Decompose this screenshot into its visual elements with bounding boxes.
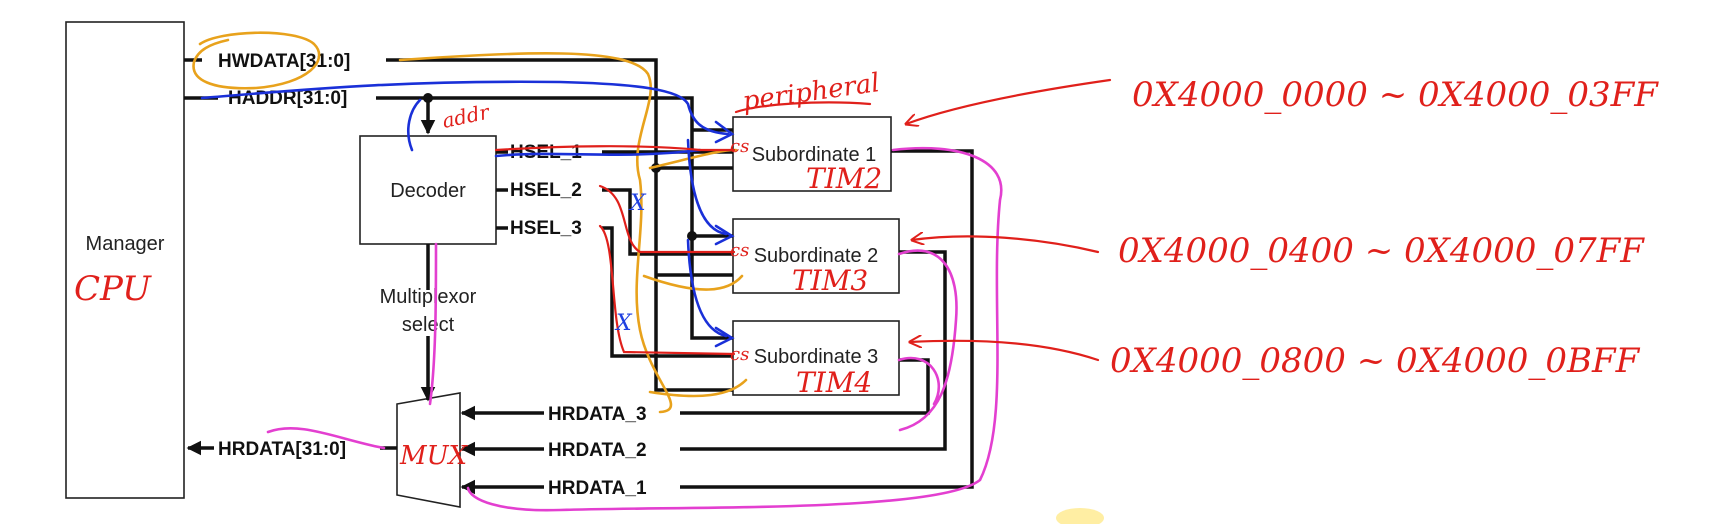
hrdata-2-wire: [462, 250, 947, 449]
red-arrow-2: [912, 236, 1100, 254]
tim2-note: TIM2: [806, 162, 882, 195]
tim3-note: TIM3: [792, 264, 868, 297]
hsel-1-label: HSEL_1: [510, 142, 582, 163]
orange-hwdata-route: [398, 52, 748, 414]
addr-range-3: 0X4000_0800 ~ 0X4000_0BFF: [1110, 341, 1641, 381]
hrdata-label: HRDATA[31:0]: [218, 439, 346, 460]
hsel-3-wire: [496, 226, 733, 358]
haddr-junction: [423, 93, 433, 103]
cs-note-3: cs: [730, 344, 749, 365]
blue-arrow-sub2: [714, 224, 735, 246]
mux-select-label-1: Multiplexor: [380, 286, 477, 308]
addr-range-2: 0X4000_0400 ~ 0X4000_07FF: [1118, 231, 1645, 271]
hwdata-label: HWDATA[31:0]: [218, 51, 350, 72]
decoder-block: [359, 135, 497, 245]
decoder-label: Decoder: [390, 180, 466, 202]
subordinate-2-label: Subordinate 2: [754, 245, 879, 267]
hrdata-1-wire: [462, 149, 974, 487]
tim4-note: TIM4: [796, 366, 872, 399]
blue-arrow-sub1: [714, 120, 735, 144]
cs-note-2: cs: [730, 240, 749, 261]
hsel-2-label: HSEL_2: [510, 180, 582, 201]
manager-label: Manager: [86, 233, 165, 255]
x-mark-1: X: [628, 191, 647, 216]
subordinate-1-label: Subordinate 1: [752, 144, 877, 166]
hrdata-2-label: HRDATA_2: [548, 440, 647, 461]
mux-note: MUX: [399, 441, 469, 471]
cursor-highlight: [1056, 508, 1104, 524]
subordinate-3-block: [732, 320, 900, 396]
red-arrow-1: [906, 78, 1112, 124]
hrdata-3-wire: [462, 358, 930, 413]
haddr-junction-2: [687, 231, 697, 241]
cpu-note: CPU: [74, 269, 152, 309]
addr-note: addr: [440, 99, 492, 133]
peripheral-note: peripheral: [741, 68, 882, 117]
addr-range-1: 0X4000_0000 ~ 0X4000_03FF: [1132, 75, 1659, 115]
red-hsel-route: [494, 145, 736, 356]
cs-note-1: cs: [730, 136, 749, 157]
subordinate-1-block: [732, 116, 892, 192]
blue-arrow-sub3: [714, 326, 735, 348]
x-mark-2: X: [614, 311, 633, 336]
mux-select-label-2: select: [402, 314, 455, 336]
peripheral-bracket: [734, 101, 872, 114]
hsel-3-label: HSEL_3: [510, 218, 582, 239]
orange-circle-hwdata: [192, 31, 321, 90]
subordinate-3-label: Subordinate 3: [754, 346, 879, 368]
red-arrow-3: [910, 341, 1100, 362]
hwdata-wire: [184, 58, 733, 392]
blue-haddr-route: [200, 80, 730, 338]
pink-hrdata-route: [266, 146, 1003, 512]
hrdata-3-label: HRDATA_3: [548, 404, 647, 425]
subordinate-2-block: [732, 218, 900, 294]
hrdata-1-label: HRDATA_1: [548, 478, 647, 499]
manager-block: [65, 21, 185, 499]
hsel-2-wire: [496, 188, 733, 256]
